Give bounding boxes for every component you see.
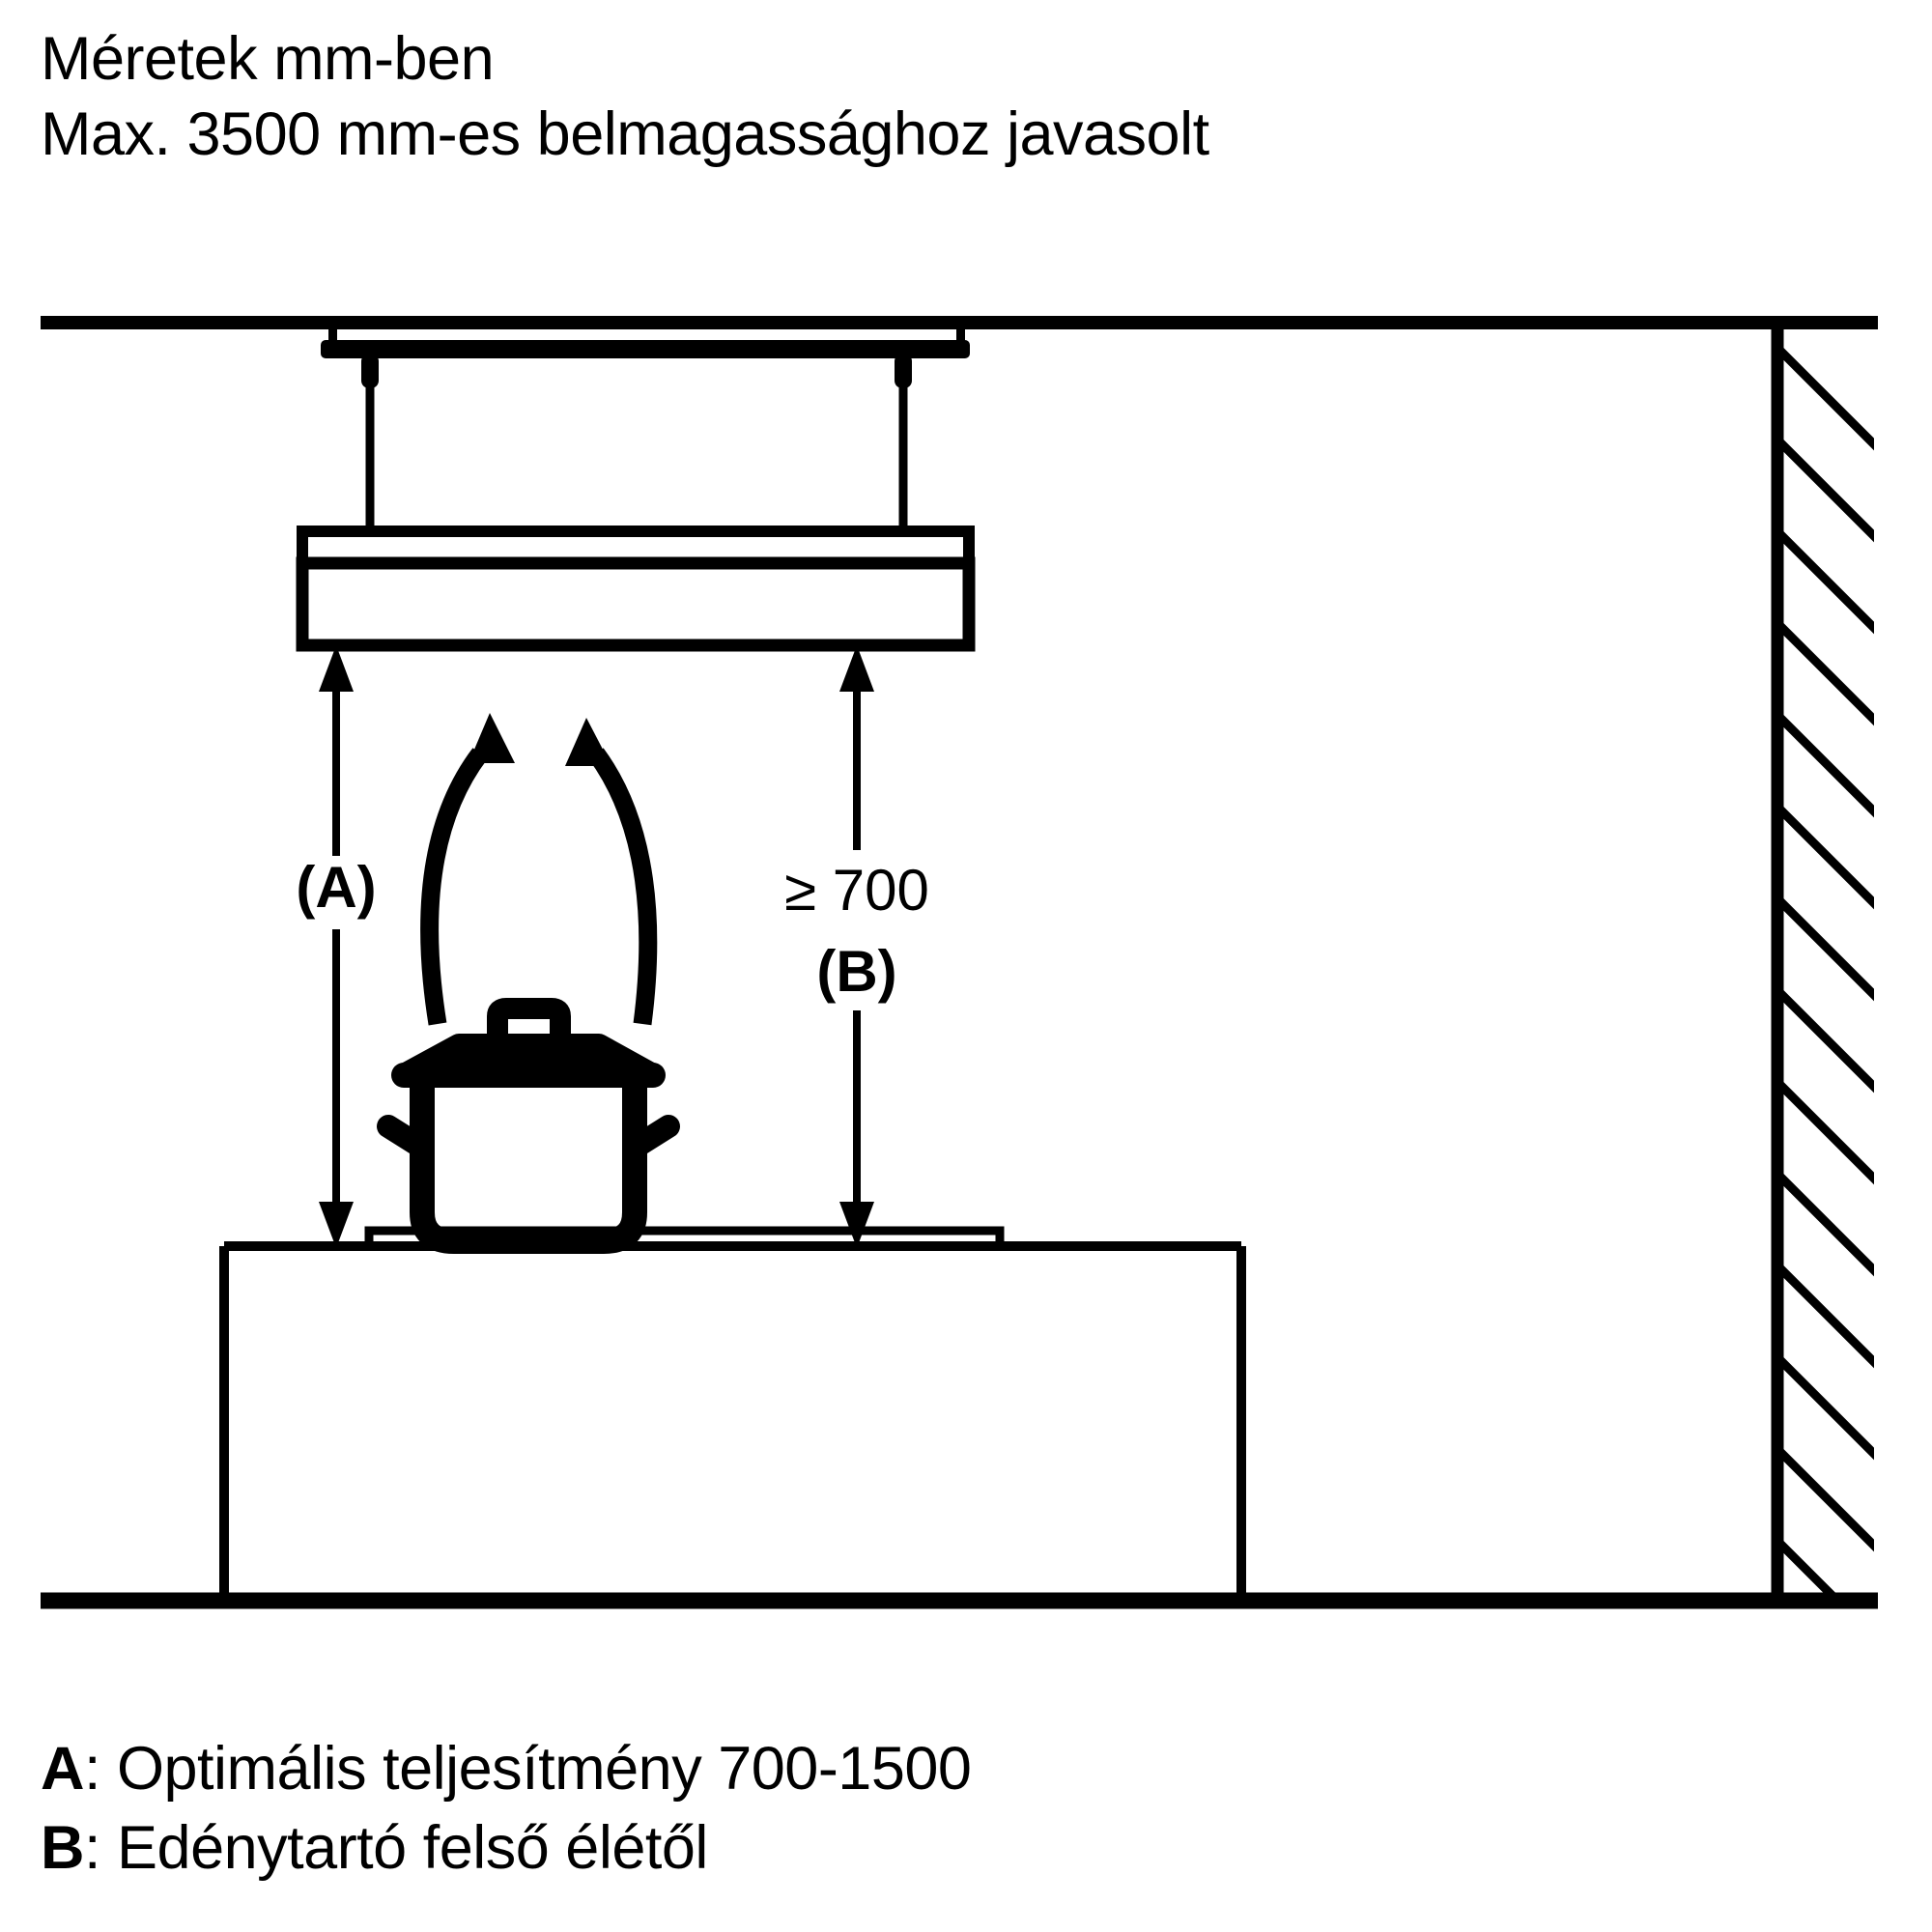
dimension-line-b: [839, 645, 874, 1248]
legend-key-a: A: [41, 1735, 85, 1803]
suspension-cable-left: [361, 354, 379, 533]
suspension-cable-right: [895, 354, 912, 533]
legend-key-b: B: [41, 1814, 85, 1882]
dimension-b-value: ≥ 700: [784, 858, 929, 923]
dimension-b-label: (B): [816, 939, 897, 1004]
title-line-1: Méretek mm-ben: [41, 25, 495, 93]
legend-separator-b: :: [84, 1814, 118, 1882]
kitchen-island-counter: [219, 1241, 1246, 1600]
legend-separator-a: :: [84, 1735, 118, 1803]
legend-text-a: Optimális teljesítmény 700-1500: [117, 1735, 972, 1803]
wall-hatching: [1777, 341, 1874, 1604]
title-line-2: Max. 3500 mm-es belmagassághoz javasolt: [41, 100, 1209, 168]
dimension-a-label: (A): [296, 855, 377, 920]
dimension-b-group: ≥ 700 (B): [731, 850, 982, 1012]
legend-item-b: B: Edénytartó felső élétől: [41, 1808, 1876, 1888]
legend: A: Optimális teljesítmény 700-1500 B: Ed…: [41, 1729, 1876, 1888]
legend-text-b: Edénytartó felső élétől: [117, 1814, 708, 1882]
ceiling-mount-bracket: [321, 329, 970, 358]
extractor-hood: [296, 526, 976, 652]
extractor-hood-body: [296, 556, 976, 652]
page-title: Méretek mm-ben Max. 3500 mm-es belmagass…: [41, 21, 1876, 172]
hatched-wall: [1771, 317, 1874, 1604]
cooking-pot: [377, 998, 680, 1254]
legend-item-a: A: Optimális teljesítmény 700-1500: [41, 1729, 1876, 1808]
dimension-line-a: [319, 645, 354, 1248]
steam-arrowheads: [469, 713, 611, 766]
steam-flow-arrows: [420, 748, 658, 1026]
